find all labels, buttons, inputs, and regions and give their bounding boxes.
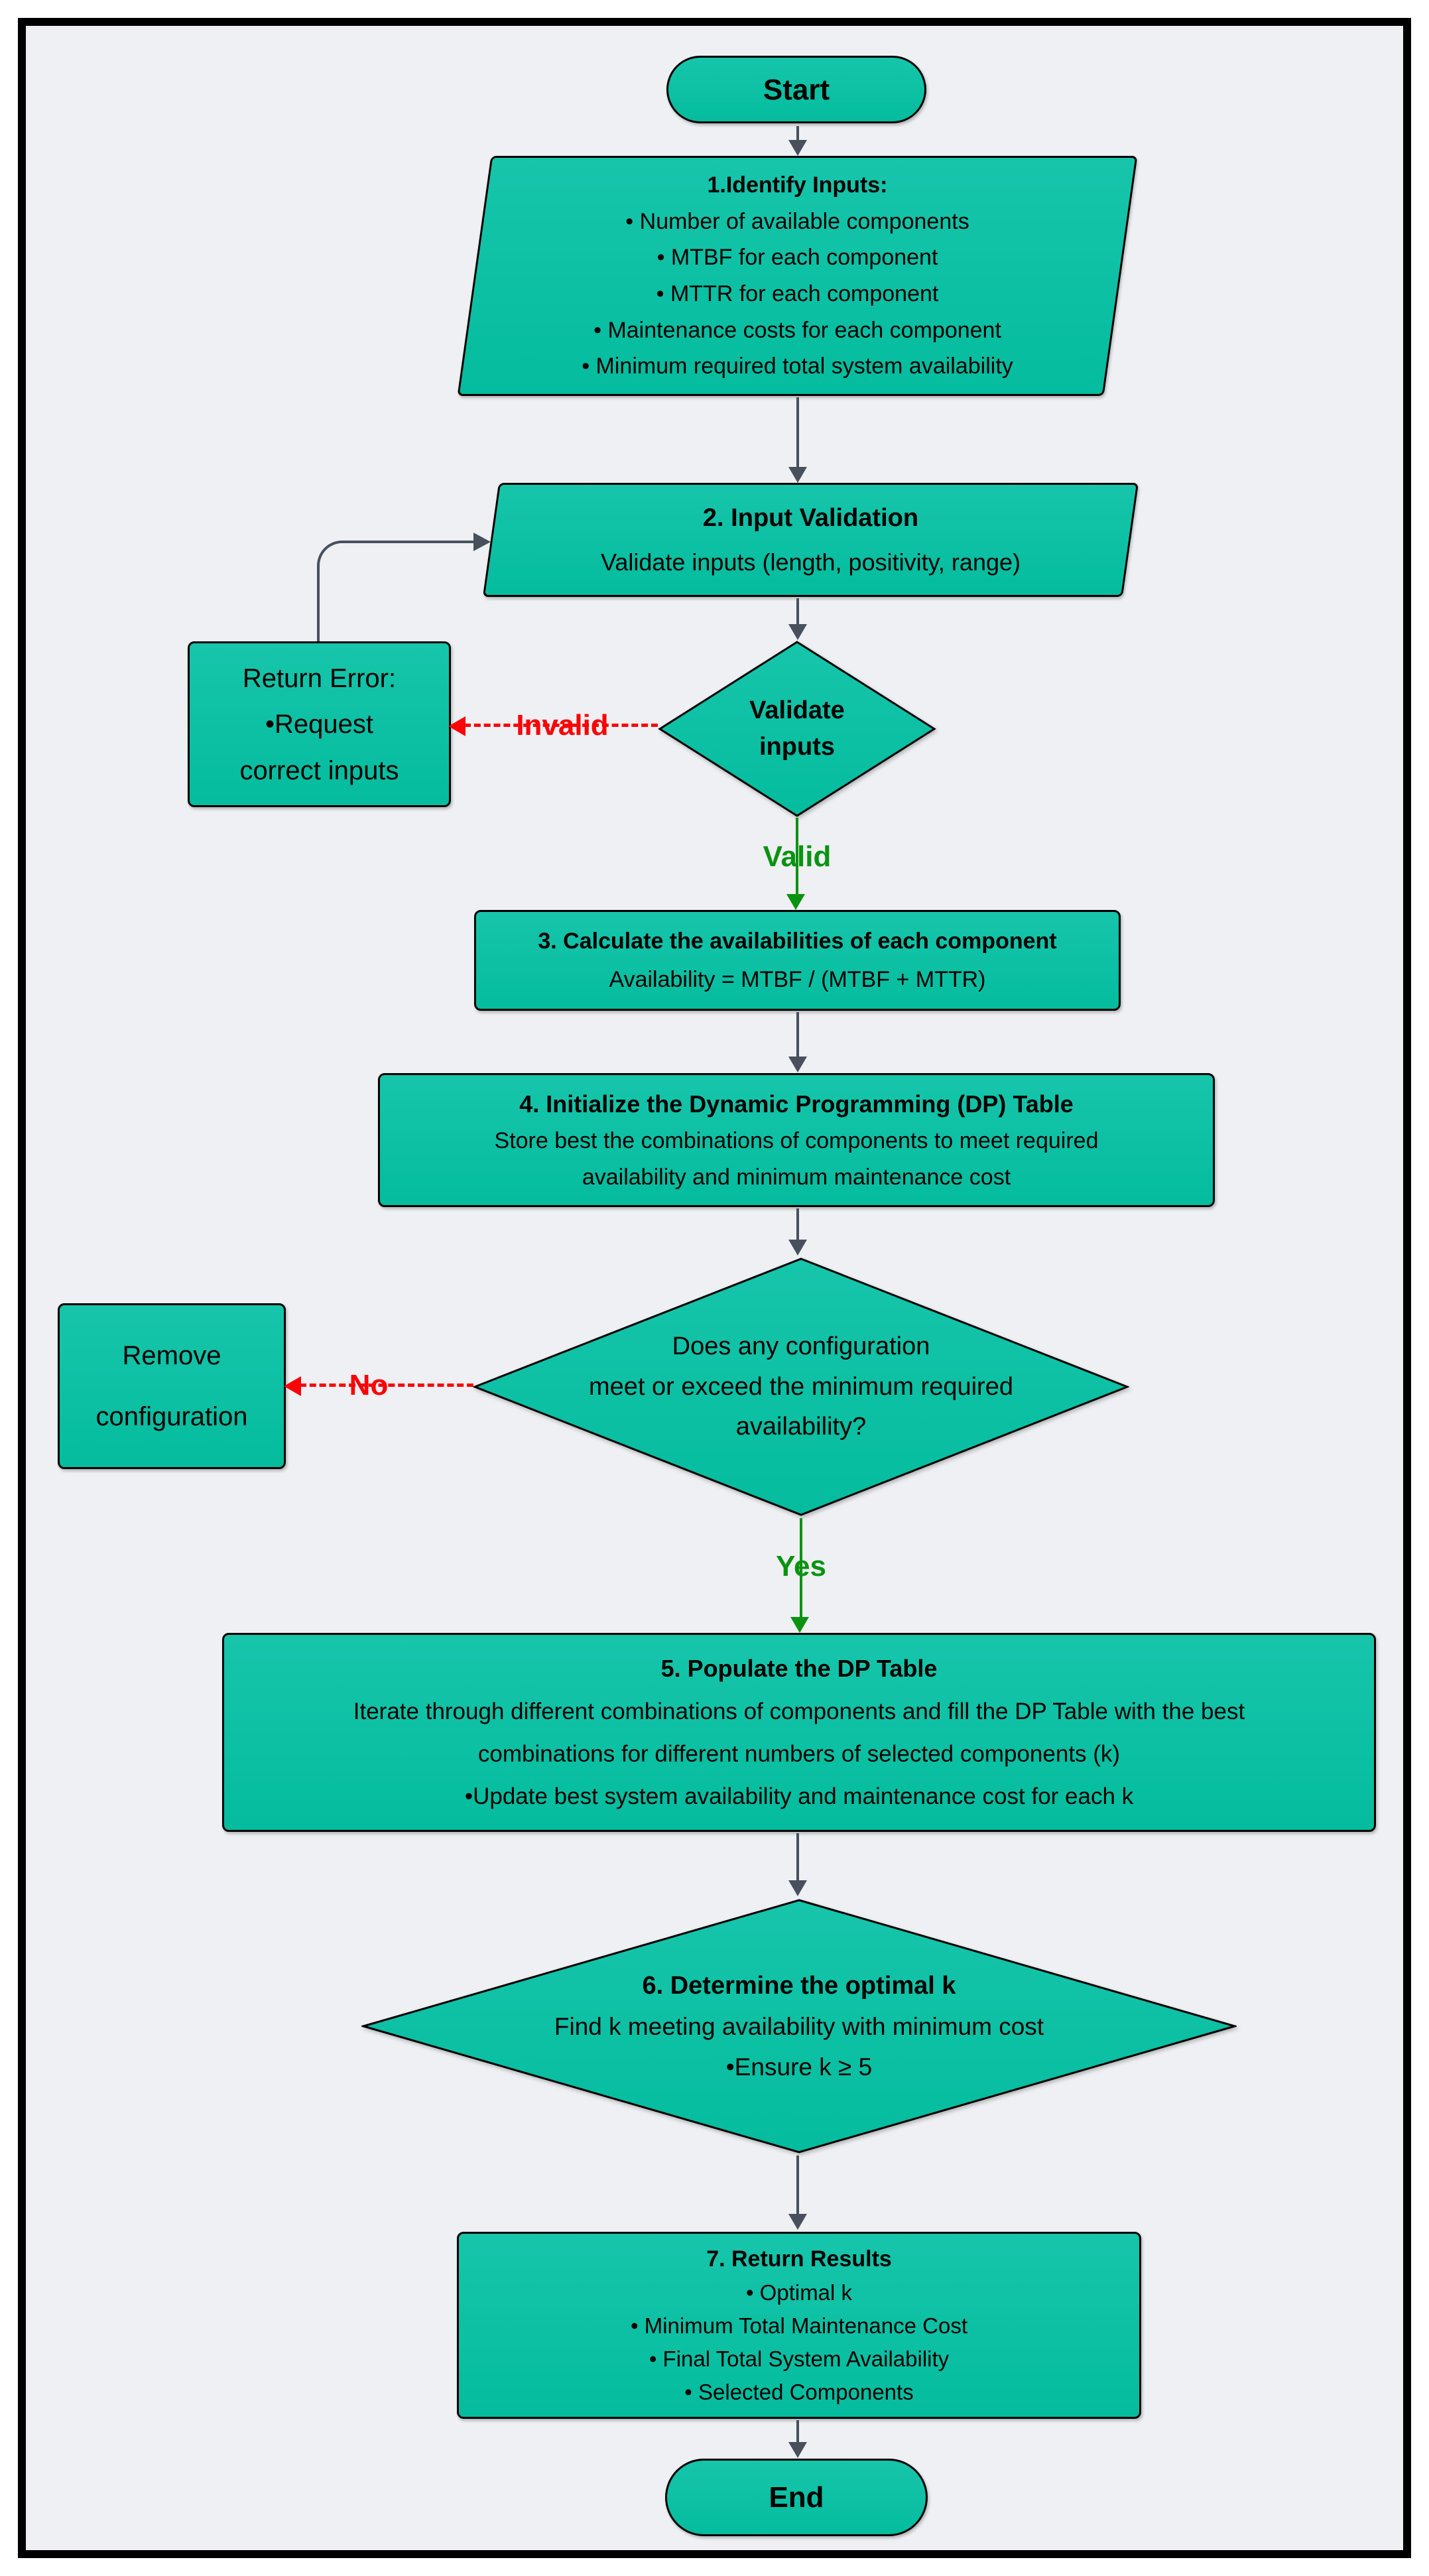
- arrow-valid-line: [796, 818, 798, 895]
- remove-line2: configuration: [95, 1402, 248, 1432]
- input-validation-subtitle: Validate inputs (length, positivity, ran…: [600, 548, 1021, 576]
- arrow-results-to-end-head: [788, 2442, 807, 2458]
- arrow-validation-to-decision-line: [796, 598, 799, 625]
- arrow-no-head: [284, 1376, 301, 1396]
- arrow-yes-line: [800, 1518, 802, 1617]
- remove-line1: Remove: [122, 1340, 221, 1370]
- identify-bullet-mtbf: • MTBF for each component: [656, 245, 938, 271]
- no-edge-label: No: [349, 1369, 389, 1401]
- calc-title: 3. Calculate the availabilities of each …: [538, 929, 1057, 954]
- optimal-line2: Find k meeting availability with minimum…: [554, 2013, 1044, 2041]
- config-decision-text: Does any configuration meet or exceed th…: [473, 1257, 1129, 1517]
- return-error-node: Return Error: •Request correct inputs: [188, 641, 451, 807]
- arrow-validation-to-decision-head: [788, 624, 807, 640]
- results-bullet-availability: • Final Total System Availability: [649, 2347, 950, 2371]
- yes-edge-label: Yes: [776, 1550, 826, 1582]
- valid-edge-label: Valid: [763, 840, 832, 873]
- identify-inputs-node: 1.Identify Inputs: • Number of available…: [457, 156, 1138, 396]
- arrow-optimal-to-results-head: [788, 2214, 807, 2230]
- optimal-k-text: 6. Determine the optimal k Find k meetin…: [361, 1898, 1237, 2154]
- input-validation-node: 2. Input Validation Validate inputs (len…: [482, 483, 1139, 597]
- identify-inputs-title: 1.Identify Inputs:: [707, 172, 888, 198]
- init-dp-table-node: 4. Initialize the Dynamic Programming (D…: [378, 1073, 1215, 1207]
- arrow-invalid-head: [448, 716, 466, 736]
- validate-line1: Validate: [749, 696, 845, 724]
- results-bullet-optimal-k: • Optimal k: [745, 2280, 853, 2305]
- config-decision-diamond: [473, 1257, 1129, 1516]
- identify-bullet-components: • Number of available components: [625, 208, 969, 234]
- validate-line2: inputs: [759, 733, 835, 761]
- results-bullet-components: • Selected Components: [684, 2380, 914, 2404]
- arrow-initdp-to-config-head: [788, 1240, 807, 1256]
- optimal-k-diamond: [361, 1899, 1237, 2154]
- optimal-title: 6. Determine the optimal k: [642, 1971, 956, 2000]
- arrow-error-to-validation-head: [473, 533, 491, 551]
- init-dp-line3: availability and minimum maintenance cos…: [582, 1165, 1011, 1190]
- results-bullet-cost: • Minimum Total Maintenance Cost: [631, 2313, 967, 2338]
- diagram-frame: [18, 18, 1411, 2558]
- arrow-identify-to-validation-line: [796, 397, 799, 467]
- config-line3: availability?: [735, 1413, 867, 1441]
- arrow-error-to-validation-elbow: [317, 541, 476, 641]
- populate-title: 5. Populate the DP Table: [660, 1655, 938, 1683]
- end-node: End: [665, 2459, 928, 2536]
- arrow-optimal-to-results-line: [796, 2156, 799, 2214]
- start-label: Start: [763, 73, 830, 106]
- config-line2: meet or exceed the minimum required: [589, 1372, 1013, 1401]
- invalid-edge-label: Invalid: [516, 709, 609, 741]
- init-dp-line2: Store best the combinations of component…: [494, 1128, 1099, 1153]
- arrow-valid-head: [786, 894, 805, 910]
- populate-line2: Iterate through different combinations o…: [353, 1698, 1245, 1724]
- return-error-line1: Return Error:: [242, 663, 397, 693]
- input-validation-title: 2. Input Validation: [702, 504, 919, 533]
- arrow-no-dash: [300, 1384, 473, 1387]
- populate-dp-table-node: 5. Populate the DP Table Iterate through…: [222, 1633, 1376, 1832]
- arrow-identify-to-validation-head: [788, 467, 807, 483]
- end-label: End: [769, 2481, 824, 2514]
- optimal-line3: •Ensure k ≥ 5: [725, 2053, 873, 2081]
- return-results-node: 7. Return Results • Optimal k • Minimum …: [457, 2232, 1141, 2419]
- return-error-line2: •Request: [265, 710, 373, 739]
- identify-bullet-costs: • Maintenance costs for each component: [593, 317, 1001, 343]
- identify-bullet-availability: • Minimum required total system availabi…: [582, 354, 1013, 379]
- arrow-populate-to-optimal-head: [788, 1880, 807, 1896]
- populate-line4: •Update best system availability and mai…: [464, 1783, 1134, 1809]
- arrow-invalid-dash: [464, 724, 658, 727]
- arrow-results-to-end-line: [796, 2420, 799, 2443]
- arrow-start-to-identify-line: [796, 126, 799, 142]
- calc-availabilities-node: 3. Calculate the availabilities of each …: [474, 910, 1121, 1011]
- config-line1: Does any configuration: [672, 1332, 930, 1360]
- arrow-calc-to-initdp-line: [796, 1012, 799, 1057]
- validate-inputs-text: Validate inputs: [658, 640, 936, 818]
- calc-formula: Availability = MTBF / (MTBF + MTTR): [609, 966, 986, 992]
- arrow-initdp-to-config-line: [796, 1208, 799, 1240]
- arrow-calc-to-initdp-head: [788, 1057, 807, 1072]
- return-error-line3: correct inputs: [239, 755, 399, 785]
- start-node: Start: [666, 56, 926, 123]
- arrow-yes-head: [790, 1617, 809, 1633]
- identify-bullet-mttr: • MTTR for each component: [656, 281, 939, 307]
- remove-configuration-node: Remove configuration: [58, 1303, 286, 1469]
- arrow-populate-to-optimal-line: [796, 1833, 799, 1881]
- validate-inputs-diamond: [658, 641, 936, 817]
- results-title: 7. Return Results: [706, 2246, 892, 2272]
- populate-line3: combinations for different numbers of se…: [477, 1740, 1121, 1767]
- init-dp-title: 4. Initialize the Dynamic Programming (D…: [519, 1090, 1074, 1118]
- arrow-start-to-identify-head: [788, 140, 807, 156]
